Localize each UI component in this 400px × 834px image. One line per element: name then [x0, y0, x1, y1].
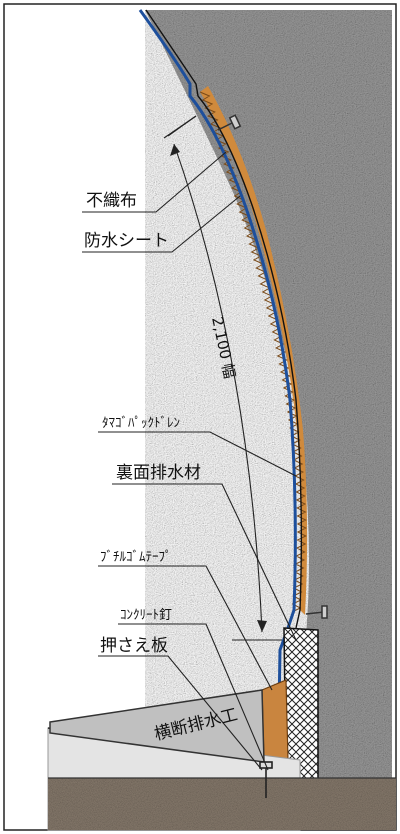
label-concrete-nail: ｺﾝｸﾘｰﾄ釘: [120, 607, 172, 623]
leader-waterproof-sheet: [82, 195, 241, 253]
rock-mass: [145, 10, 392, 830]
label-tamago-pack-drain: ﾀﾏｺﾞﾊﾟｯｸﾄﾞﾚﾝ: [102, 416, 180, 431]
leader-concrete-nail: [118, 623, 269, 771]
anchor-bolt-upper: [217, 114, 242, 131]
anchor-bolt-lower: [305, 605, 328, 619]
leader-tamago-pack-drain: [98, 431, 297, 477]
leader-back-drain-material: [112, 483, 297, 641]
leader-pressing-plate: [98, 655, 263, 771]
nonwoven-line: [145, 9, 303, 629]
waterproof-sheet-line: [138, 9, 297, 771]
drain-core-zigzag: [199, 91, 307, 613]
label-nonwoven: 不織布: [86, 191, 137, 211]
drain-core-band: [200, 86, 308, 615]
ground-layer: [48, 778, 396, 830]
label-back-drain-material: 裏面排水材: [116, 462, 201, 483]
back-drain-material: [283, 627, 319, 781]
leader-nonwoven: [82, 151, 227, 213]
butyl-rubber-tape-block: [261, 679, 289, 763]
label-pressing-plate: 押さえ板: [100, 636, 168, 656]
label-waterproof-sheet: 防水シート: [84, 231, 169, 251]
label-butyl-rubber-tape: ﾌﾞﾁﾙｺﾞﾑﾃｰﾌﾟ: [100, 550, 172, 565]
leader-butyl-rubber-tape: [98, 565, 273, 691]
